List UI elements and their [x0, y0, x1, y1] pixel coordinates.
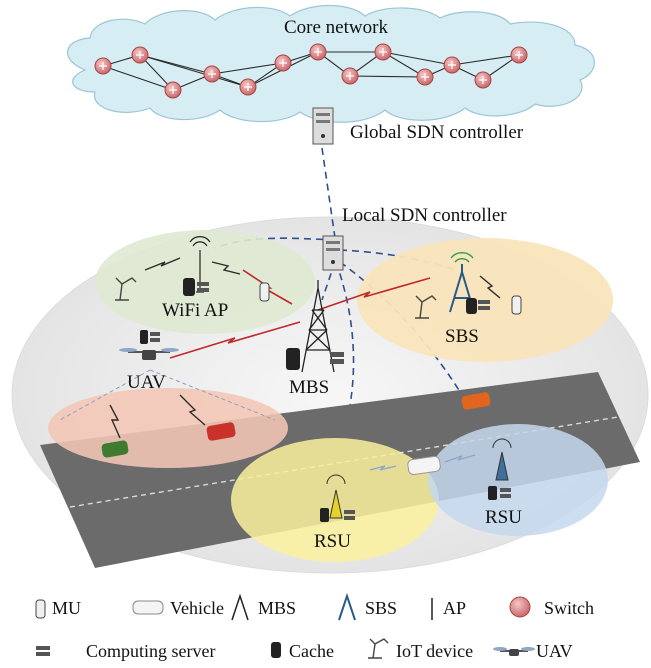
legend-mbs-icon [231, 593, 249, 621]
mobile-user-sbs [511, 295, 522, 315]
mbs-servers [286, 348, 344, 370]
mbs-label: MBS [289, 377, 330, 398]
iot-device-sbs [415, 295, 437, 319]
sbs-servers [466, 298, 490, 314]
core-switch-arrows [379, 48, 387, 56]
legend-computing-server-icon [36, 646, 50, 650]
legend-switch-label: Switch [544, 598, 595, 618]
vehicle-wireless-links [369, 454, 476, 471]
wifi-ap-cache-server [183, 278, 209, 296]
uav-servers [140, 330, 160, 344]
vehicle-orange [461, 392, 491, 410]
rsu-left-tower [320, 474, 355, 522]
core-network-cloud [66, 4, 595, 123]
legend-vehicle-label: Vehicle [170, 598, 224, 618]
core-switch-arrows [346, 72, 354, 80]
core-switch-arrows [99, 62, 107, 70]
mobile-user-wifi [259, 282, 270, 302]
core-switches [94, 43, 528, 99]
legend-switch-icon [509, 596, 531, 618]
core-switch-arrows [448, 61, 456, 69]
legend-icons [35, 592, 535, 659]
local-sdn-controller-server [322, 235, 344, 271]
uav-drone [119, 348, 179, 360]
core-switch-arrows [479, 76, 487, 84]
global-sdn-controller-server [312, 107, 334, 145]
core-switch-arrows [169, 86, 177, 94]
core-switch-arrows [208, 70, 216, 78]
legend-cache-label: Cache [289, 641, 334, 661]
legend-cache-icon [271, 642, 281, 658]
sbs-label: SBS [445, 326, 479, 347]
legend-sbs-icon [338, 592, 356, 621]
legend-mu-label: MU [52, 598, 82, 618]
vehicle-red [206, 422, 236, 441]
vehicle-green [101, 440, 129, 458]
core-switch-arrows [279, 59, 287, 67]
legend-mbs-label: MBS [258, 598, 297, 618]
global-sdn-controller-label: Global SDN controller [350, 122, 524, 143]
legend-uav-icon [493, 647, 535, 656]
wifi-ap-label: WiFi AP [162, 300, 229, 321]
vehicle-white [407, 455, 441, 476]
local-sdn-controller-label: Local SDN controller [342, 205, 507, 226]
core-switch-arrows [136, 51, 144, 59]
legend-mu-icon [35, 599, 46, 619]
rsu-right-coverage-zone [428, 424, 608, 536]
rsu-left-label: RSU [314, 531, 351, 552]
core-switch-arrows [244, 83, 252, 91]
legend-vehicle-icon [132, 600, 164, 615]
legend-uav-label: UAV [536, 641, 573, 661]
rsu-right-label: RSU [485, 507, 522, 528]
core-switch-arrows [515, 51, 523, 59]
uav-coverage-zone [48, 388, 288, 468]
legend-sbs-label: SBS [365, 598, 398, 618]
core-switch-arrows [421, 73, 429, 81]
uav-beam-lines [59, 369, 276, 421]
uav-label: UAV [127, 372, 166, 393]
wireless-links-dark [109, 257, 501, 439]
legend-iot-device-icon [368, 638, 389, 659]
core-network-label: Core network [284, 17, 388, 38]
rsu-right-tower [488, 438, 512, 500]
legend-ap-label: AP [443, 598, 467, 618]
sbs-antenna-waves [450, 252, 474, 263]
legend-iot-device-label: IoT device [396, 641, 474, 661]
mbs-tower [301, 280, 335, 373]
legend-computing-server-label: Computing server [86, 641, 216, 661]
iot-device-wifi [115, 277, 137, 301]
core-switch-arrows [314, 48, 322, 56]
